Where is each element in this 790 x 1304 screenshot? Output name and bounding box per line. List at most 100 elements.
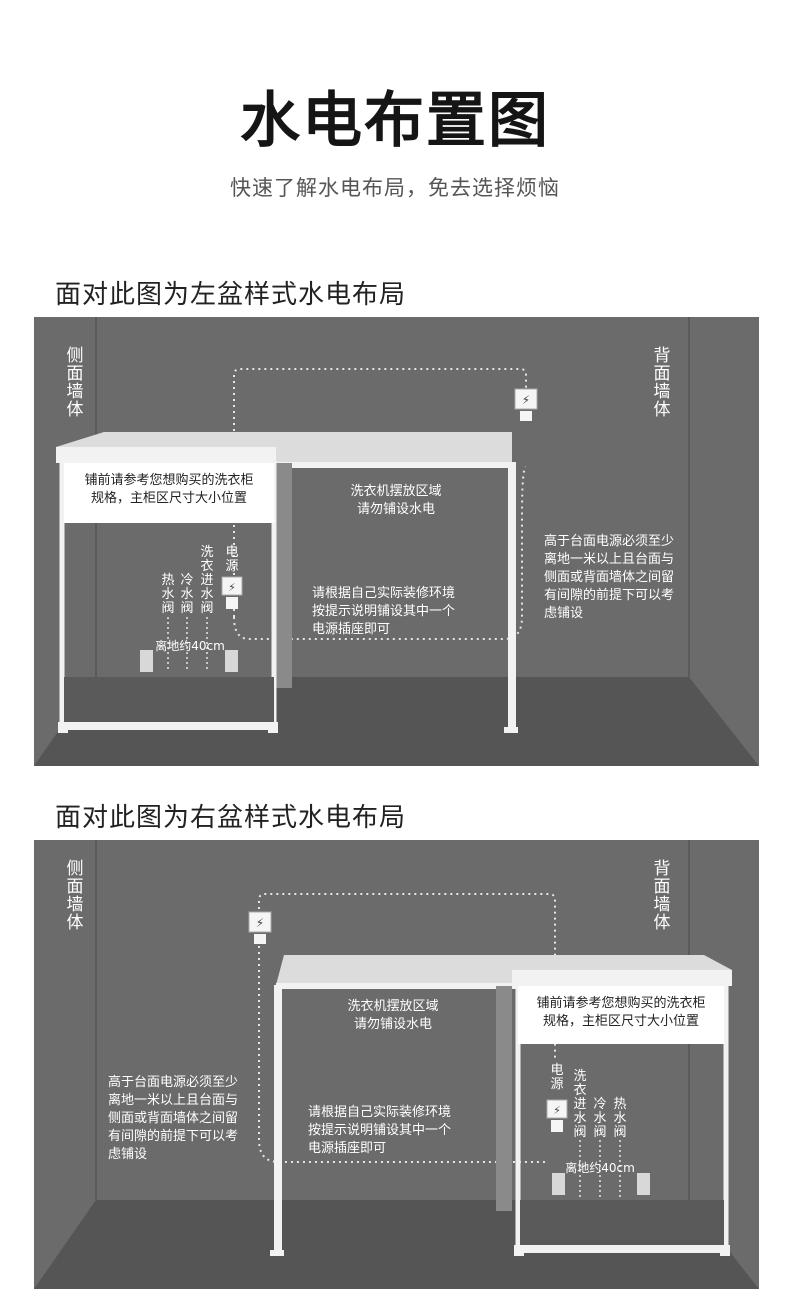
hot-valve-label-1: 热 — [613, 1097, 626, 1112]
power-note-line-1: 高于台面电源必须至少 — [544, 533, 674, 549]
socket-note-line-3: 电源插座即可 — [312, 622, 390, 637]
washer-area-line-1: 洗衣机摆放区域 — [347, 998, 438, 1014]
washer-frame-leg — [508, 462, 516, 732]
main-cabinet-top — [512, 970, 732, 986]
side-wall-label-1: 侧 — [67, 346, 84, 366]
side-wall-label-1: 侧 — [67, 859, 84, 879]
back-wall-label-3: 墙 — [654, 382, 671, 402]
cold-water-pipe-icon — [552, 1173, 565, 1195]
cabinet-side-panel — [276, 463, 292, 688]
washer-frame-top — [276, 983, 516, 989]
left-layout-heading: 面对此图为左盆样式水电布局 — [55, 280, 407, 310]
right-layout-diagram: ⚡ 铺前请参考您想购买的洗衣柜 规格，主柜区尺寸大小位置 侧 面 墙 体 背 面… — [34, 840, 759, 1289]
hot-valve-label-1: 热 — [161, 573, 174, 588]
power-note-line-2: 离地一米以上且台面与 — [108, 1092, 238, 1108]
back-wall-label-1: 背 — [654, 859, 671, 879]
hot-water-pipe-icon — [140, 650, 153, 672]
washer-valve-label-4: 水 — [200, 587, 213, 602]
washer-valve-label-3: 进 — [200, 573, 213, 588]
back-wall-label-1: 背 — [654, 346, 671, 366]
side-wall-label-2: 面 — [67, 364, 84, 384]
cabinet-note-box — [518, 986, 724, 1044]
washer-frame-leg — [274, 985, 282, 1255]
power-label-1: 电 — [550, 1063, 563, 1078]
washer-valve-label-4: 水 — [573, 1111, 586, 1126]
power-note-line-5: 虑铺设 — [544, 606, 583, 621]
power-label-2: 源 — [225, 559, 238, 574]
left-layout-svg: ⚡ 铺前请参考您想购买的洗衣柜 规格，主柜区尺寸大小位置 侧 面 墙 体 背 面… — [34, 317, 759, 766]
washer-valve-label-2: 衣 — [200, 558, 213, 574]
cabinet-note-line-1: 铺前请参考您想购买的洗衣柜 — [84, 472, 253, 488]
washer-valve-label-1: 洗 — [573, 1069, 586, 1084]
svg-text:⚡: ⚡ — [522, 393, 530, 407]
socket-cable-route — [258, 940, 549, 1163]
side-wall-label-3: 墙 — [67, 895, 84, 915]
cabinet-note-line-2: 规格，主柜区尺寸大小位置 — [91, 490, 247, 506]
washer-valve-label-3: 进 — [573, 1097, 586, 1112]
cold-valve-label-2: 水 — [593, 1111, 606, 1126]
washer-valve-label-5: 阀 — [200, 601, 213, 616]
side-wall-label-3: 墙 — [67, 382, 84, 402]
power-cable-route — [233, 368, 527, 617]
right-layout-svg: ⚡ 铺前请参考您想购买的洗衣柜 规格，主柜区尺寸大小位置 侧 面 墙 体 背 面… — [34, 840, 759, 1289]
washer-area-line-2: 请勿铺设水电 — [357, 502, 435, 517]
back-wall-label-2: 面 — [654, 364, 671, 384]
cabinet-floor — [520, 1200, 724, 1248]
power-note-line-3: 侧面或背面墙体之间留 — [108, 1111, 238, 1126]
power-note-line-3: 侧面或背面墙体之间留 — [544, 570, 674, 585]
hot-valve-label-3: 阀 — [161, 601, 174, 616]
cabinet-floor — [64, 677, 274, 725]
cabinet-note-box — [64, 463, 274, 523]
high-power-socket-icon: ⚡ — [514, 388, 538, 421]
power-note-line-4: 有间隙的前提下可以考 — [108, 1128, 238, 1144]
svg-text:⚡: ⚡ — [256, 916, 264, 930]
side-wall-label-4: 体 — [67, 913, 84, 933]
svg-text:⚡: ⚡ — [553, 1104, 561, 1117]
hot-water-pipe-icon — [637, 1173, 650, 1195]
hot-valve-label-2: 水 — [161, 587, 174, 602]
socket-note-line-1: 请根据自己实际装修环境 — [308, 1105, 451, 1120]
power-note-line-5: 虑铺设 — [108, 1147, 147, 1162]
cold-valve-label-2: 水 — [180, 587, 193, 602]
washer-valve-label-5: 阀 — [573, 1125, 586, 1140]
power-note-line-2: 离地一米以上且台面与 — [544, 551, 674, 567]
hot-valve-label-3: 阀 — [613, 1125, 626, 1140]
socket-note-line-1: 请根据自己实际装修环境 — [312, 586, 455, 601]
washer-valve-label-2: 衣 — [573, 1082, 586, 1098]
cold-valve-label-3: 阀 — [180, 601, 193, 616]
cabinet-note-line-1: 铺前请参考您想购买的洗衣柜 — [536, 995, 705, 1011]
side-wall-label-4: 体 — [67, 400, 84, 420]
side-wall-label-2: 面 — [67, 877, 84, 897]
back-wall-label-3: 墙 — [654, 895, 671, 915]
cabinet-note-line-2: 规格，主柜区尺寸大小位置 — [543, 1013, 699, 1029]
high-power-socket-icon: ⚡ — [248, 911, 272, 944]
height-note: 离地约40cm — [155, 638, 225, 653]
main-cabinet-top — [56, 447, 276, 463]
cold-valve-label-1: 冷 — [180, 573, 193, 588]
hot-valve-label-2: 水 — [613, 1111, 626, 1126]
socket-note-line-2: 按提示说明铺设其中一个 — [308, 1122, 451, 1138]
washer-valve-label-1: 洗 — [200, 545, 213, 560]
page-title: 水电布置图 — [240, 86, 550, 156]
power-note-line-1: 高于台面电源必须至少 — [108, 1074, 238, 1090]
washer-area-line-2: 请勿铺设水电 — [354, 1017, 432, 1032]
back-wall-label-2: 面 — [654, 877, 671, 897]
cabinet-side-panel — [496, 986, 512, 1211]
left-layout-diagram: ⚡ 铺前请参考您想购买的洗衣柜 规格，主柜区尺寸大小位置 侧 面 墙 体 背 面… — [34, 317, 759, 766]
socket-cable-route — [233, 466, 527, 640]
washer-frame-top — [276, 462, 514, 468]
page-subtitle: 快速了解水电布局，免去选择烦恼 — [230, 176, 560, 200]
washer-area-line-1: 洗衣机摆放区域 — [350, 483, 441, 499]
cabinet-power-socket-icon: ⚡ — [221, 576, 243, 609]
socket-note-line-3: 电源插座即可 — [308, 1141, 386, 1156]
cold-valve-label-3: 阀 — [593, 1125, 606, 1140]
back-wall-label-4: 体 — [654, 400, 671, 420]
right-layout-heading: 面对此图为右盆样式水电布局 — [55, 803, 407, 833]
height-note: 离地约40cm — [565, 1160, 635, 1175]
svg-text:⚡: ⚡ — [228, 581, 236, 594]
socket-note-line-2: 按提示说明铺设其中一个 — [312, 603, 455, 619]
power-label-1: 电 — [225, 545, 238, 560]
power-label-2: 源 — [550, 1077, 563, 1092]
cabinet-power-socket-icon: ⚡ — [546, 1099, 568, 1132]
back-wall-label-4: 体 — [654, 913, 671, 933]
